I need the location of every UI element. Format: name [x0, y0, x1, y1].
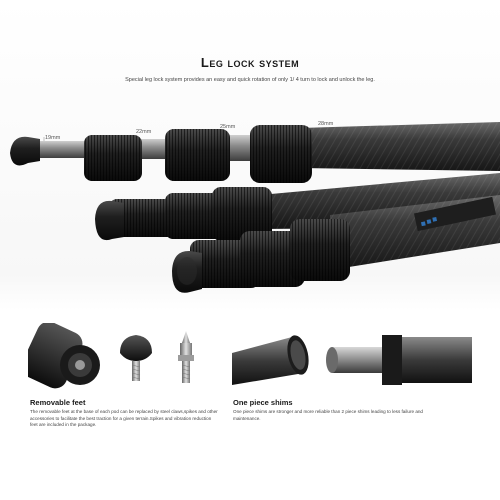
- shim-tube-left: [232, 335, 309, 385]
- tripod-legs-illustration: 19mm 22mm 25mm 28mm: [10, 121, 500, 293]
- removable-feet-text: The removable feet at the base of each p…: [30, 409, 218, 428]
- shim-tube-right: [326, 335, 472, 385]
- removable-feet-photo: [28, 323, 258, 395]
- diameter-label-28: 28mm: [318, 121, 334, 127]
- one-piece-shims-photo: [232, 323, 472, 395]
- leg-end-with-thread: [28, 323, 100, 389]
- removable-feet-title: Removable feet: [30, 398, 86, 407]
- leg-bottom: [172, 195, 500, 293]
- diameter-label-22: 22mm: [136, 129, 152, 135]
- one-piece-shims-title: One piece shims: [233, 398, 293, 407]
- rubber-foot: [95, 200, 124, 241]
- brand-label: [414, 196, 496, 232]
- steel-spike-accessory: [178, 331, 194, 383]
- section-title: Leg lock system: [200, 55, 300, 70]
- rubber-foot: [10, 136, 40, 166]
- leg-top: [10, 122, 500, 183]
- diameter-label-19: 19mm: [45, 135, 61, 141]
- diameter-label-25: 25mm: [220, 124, 236, 130]
- rubber-foot-accessory: [120, 335, 152, 381]
- section-subtitle: Special leg lock system provides an easy…: [125, 77, 375, 83]
- one-piece-shims-text: One piece shims are stronger and more re…: [233, 409, 423, 421]
